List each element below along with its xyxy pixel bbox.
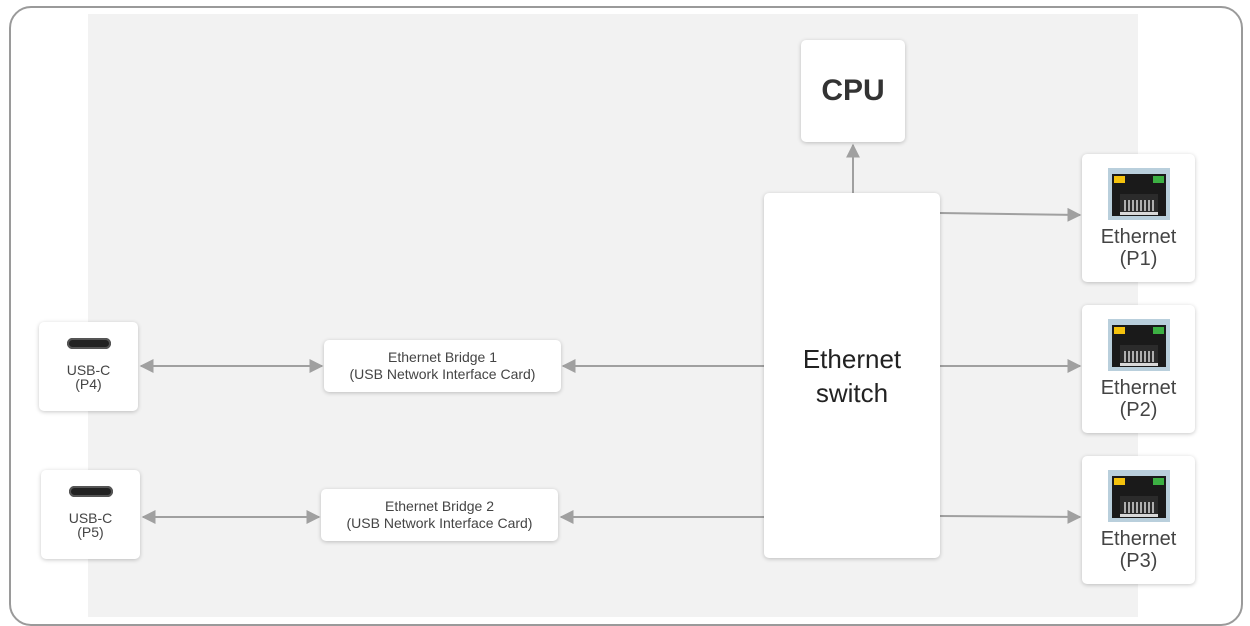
- ethernet-port-p2: Ethernet (P2): [1082, 305, 1195, 433]
- cpu-label: CPU: [821, 74, 885, 107]
- port-p3-label-line2: (P3): [1119, 550, 1158, 572]
- bridge2-label-line1: Ethernet Bridge 2: [385, 498, 494, 514]
- usb-p4-label-line1: USB-C: [66, 362, 111, 378]
- usb-c-port-p5: USB-C (P5): [41, 470, 140, 559]
- usb-c-port-icon: [68, 486, 113, 497]
- ethernet-switch-box: Ethernet switch: [764, 193, 940, 558]
- port-p2-label-line1: Ethernet: [1100, 377, 1177, 399]
- bridge1-label-line2: (USB Network Interface Card): [349, 366, 536, 382]
- port-p1-label-line1: Ethernet: [1100, 226, 1177, 248]
- bridge1-label-line1: Ethernet Bridge 1: [388, 349, 497, 365]
- usb-c-port-icon: [66, 338, 111, 349]
- switch-to-p3-arrow: [939, 509, 1082, 524]
- rj45-port-icon: [1107, 470, 1170, 522]
- ethernet-bridge-1-box: Ethernet Bridge 1 (USB Network Interface…: [324, 340, 561, 392]
- switch-label-line2: switch: [815, 377, 889, 408]
- port-p1-label-line2: (P1): [1119, 248, 1158, 270]
- rj45-port-icon: [1107, 168, 1170, 220]
- ethernet-port-p3: Ethernet (P3): [1082, 456, 1195, 584]
- switch-label-line1: Ethernet: [802, 343, 902, 374]
- port-p2-label-line2: (P2): [1119, 399, 1158, 421]
- ethernet-bridge-2-box: Ethernet Bridge 2 (USB Network Interface…: [321, 489, 558, 541]
- usb-p4-label-line2: (P4): [75, 376, 102, 392]
- usb-p5-label-line1: USB-C: [68, 510, 113, 526]
- rj45-port-icon: [1107, 319, 1170, 371]
- usb-p5-label-line2: (P5): [77, 524, 104, 540]
- usb-c-port-p4: USB-C (P4): [39, 322, 138, 411]
- cpu-box: CPU: [801, 40, 905, 142]
- bridge2-label-line2: (USB Network Interface Card): [346, 515, 533, 531]
- ethernet-port-p1: Ethernet (P1): [1082, 154, 1195, 282]
- switch-to-p1-arrow: [939, 207, 1082, 222]
- port-p3-label-line1: Ethernet: [1100, 528, 1177, 550]
